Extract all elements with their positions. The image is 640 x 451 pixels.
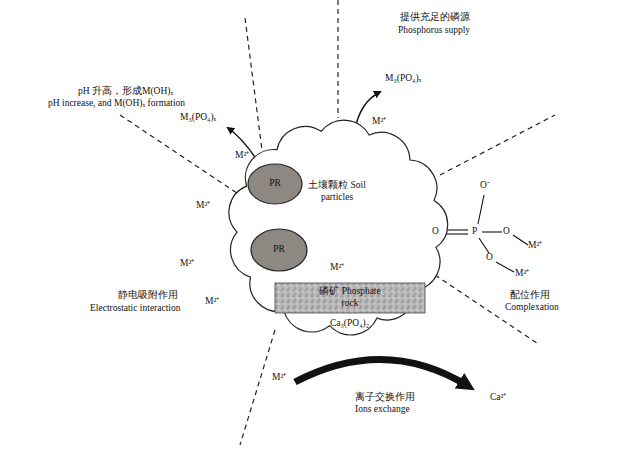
annotation-label: 配位作用 bbox=[510, 290, 550, 301]
annotation-label: Ca₃(PO₄)₂ bbox=[330, 318, 369, 329]
annotation-label: M²⁺ bbox=[235, 150, 249, 161]
annotation-label: M²⁺ bbox=[196, 200, 210, 211]
annotation-label: Ions exchange bbox=[355, 404, 410, 415]
complexation-bonds bbox=[442, 195, 528, 272]
annotation-label: M²⁺ bbox=[528, 240, 542, 251]
annotation-label: M²⁺ bbox=[372, 116, 386, 127]
annotation-label: M²⁺ bbox=[515, 268, 529, 279]
ion-exchange-arrow bbox=[295, 359, 468, 386]
annotation-label: pH 升高，形成M(OH)ₓ bbox=[78, 86, 173, 97]
annotation-label: O bbox=[486, 252, 493, 263]
phosphate-rock-particle: PR bbox=[247, 163, 303, 205]
annotation-label: M²⁺ bbox=[330, 262, 344, 273]
annotation-label: O⁻ bbox=[480, 180, 490, 191]
phosphate-rock-particle: PR bbox=[250, 228, 308, 272]
annotation-label: 提供充足的磷源 bbox=[400, 12, 470, 23]
annotation-label: M²⁺ bbox=[205, 296, 219, 307]
annotation-label: 离子交换作用 bbox=[355, 392, 415, 403]
node-label: PR bbox=[269, 178, 281, 190]
annotation-label: M²⁺ bbox=[180, 258, 194, 269]
annotation-label: M₃(PO₄)ₓ bbox=[385, 73, 421, 84]
annotation-label: Phosphorus supply bbox=[398, 25, 470, 36]
node-label: PR bbox=[273, 244, 285, 256]
node-label: 土壤颗粒 Soil particles bbox=[303, 180, 371, 204]
annotation-label: M²⁺ bbox=[272, 372, 286, 383]
node-label: 磷矿 Phosphate rock bbox=[315, 286, 385, 310]
sector-dividers bbox=[120, 0, 555, 445]
annotation-label: O bbox=[432, 226, 439, 237]
annotation-label: P bbox=[472, 226, 477, 237]
soil-particle-cloud: 土壤颗粒 Soil particlesPRPR磷矿 Phosphate rock bbox=[225, 118, 450, 338]
annotation-label: 静电吸附作用 bbox=[118, 290, 178, 301]
annotation-label: M₃(PO₄)ₓ bbox=[180, 112, 216, 123]
annotation-label: Ca²⁺ bbox=[490, 392, 506, 403]
phosphate-rock-band: 磷矿 Phosphate rock bbox=[275, 283, 425, 313]
annotation-label: O bbox=[503, 226, 510, 237]
annotation-label: Electrostatic interaction bbox=[90, 303, 180, 314]
annotation-label: Complexation bbox=[505, 302, 559, 313]
annotation-label: pH increase, and M(OH)ₓ formation bbox=[48, 98, 185, 109]
